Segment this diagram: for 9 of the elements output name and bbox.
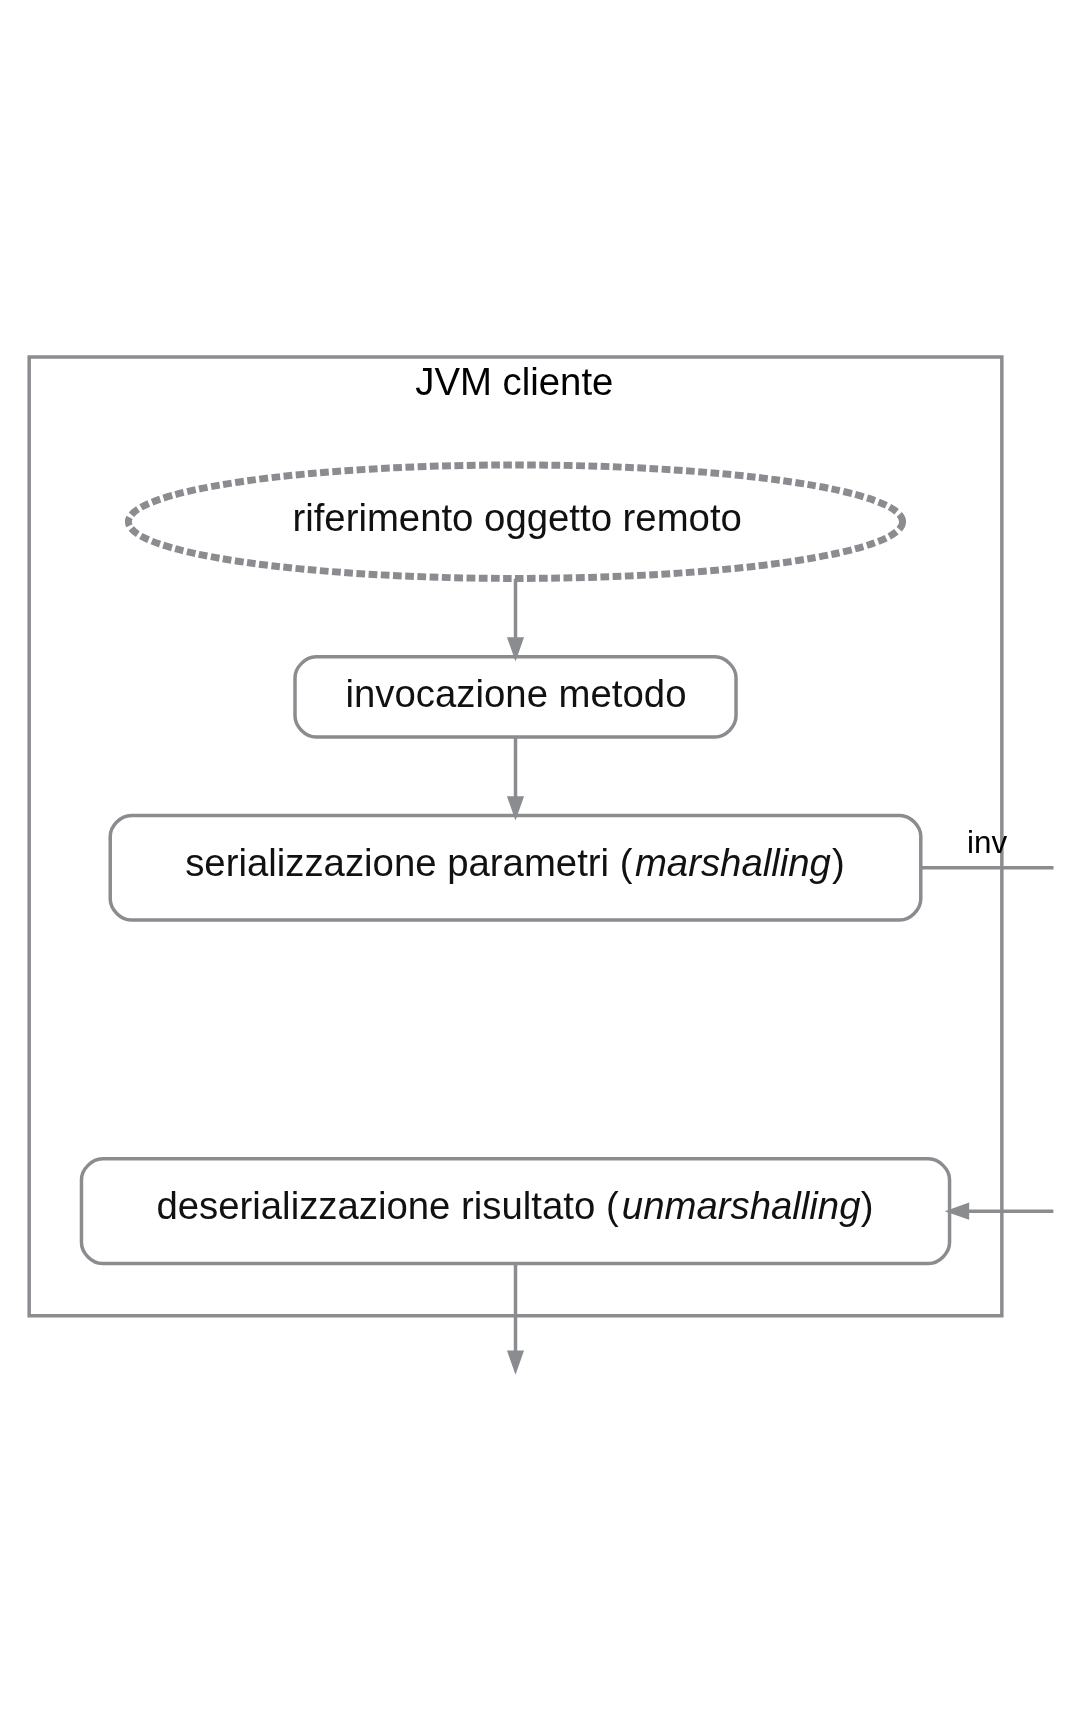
node-box: invocazione metodo bbox=[293, 654, 738, 739]
node-box: deserializzazione risultato (unmarshalling) bbox=[79, 1156, 952, 1265]
arrow bbox=[506, 578, 525, 662]
arrow bbox=[944, 1202, 1054, 1220]
connector bbox=[921, 865, 1054, 869]
arrow bbox=[506, 1263, 525, 1375]
arrow bbox=[506, 737, 525, 821]
node-ellipse: riferimento oggetto remoto bbox=[124, 460, 907, 582]
node-box: serializzazione parametri (marshalling) bbox=[108, 813, 923, 922]
